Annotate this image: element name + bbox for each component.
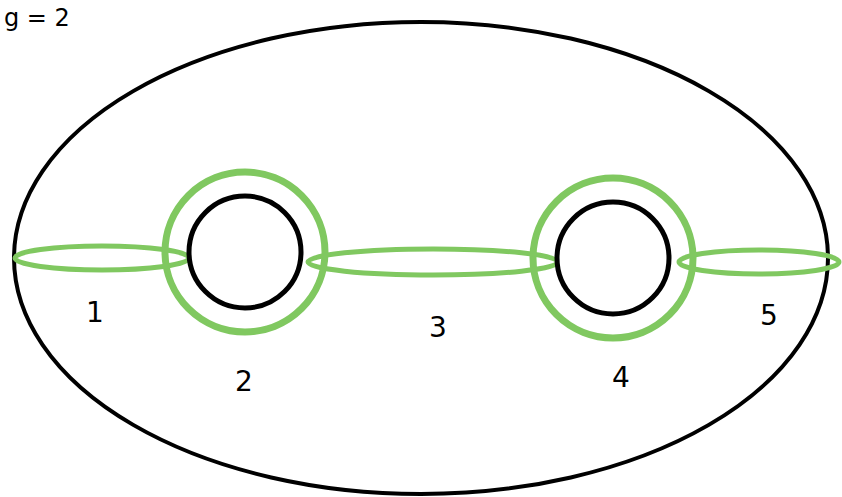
surface-outline (14, 22, 828, 494)
genus-label: g = 2 (4, 6, 70, 30)
surface-hole (557, 202, 669, 314)
surface-hole (189, 196, 301, 308)
twist-curve (679, 250, 839, 274)
twist-curve (15, 246, 189, 270)
twist-curve (308, 249, 558, 275)
twist-curve (533, 178, 693, 338)
curve-number: 5 (760, 302, 778, 330)
curve-number: 1 (86, 299, 104, 327)
curve-number: 3 (429, 314, 447, 342)
curve-number: 4 (612, 364, 630, 392)
twist-curve (165, 172, 325, 332)
curve-number: 2 (235, 368, 253, 396)
